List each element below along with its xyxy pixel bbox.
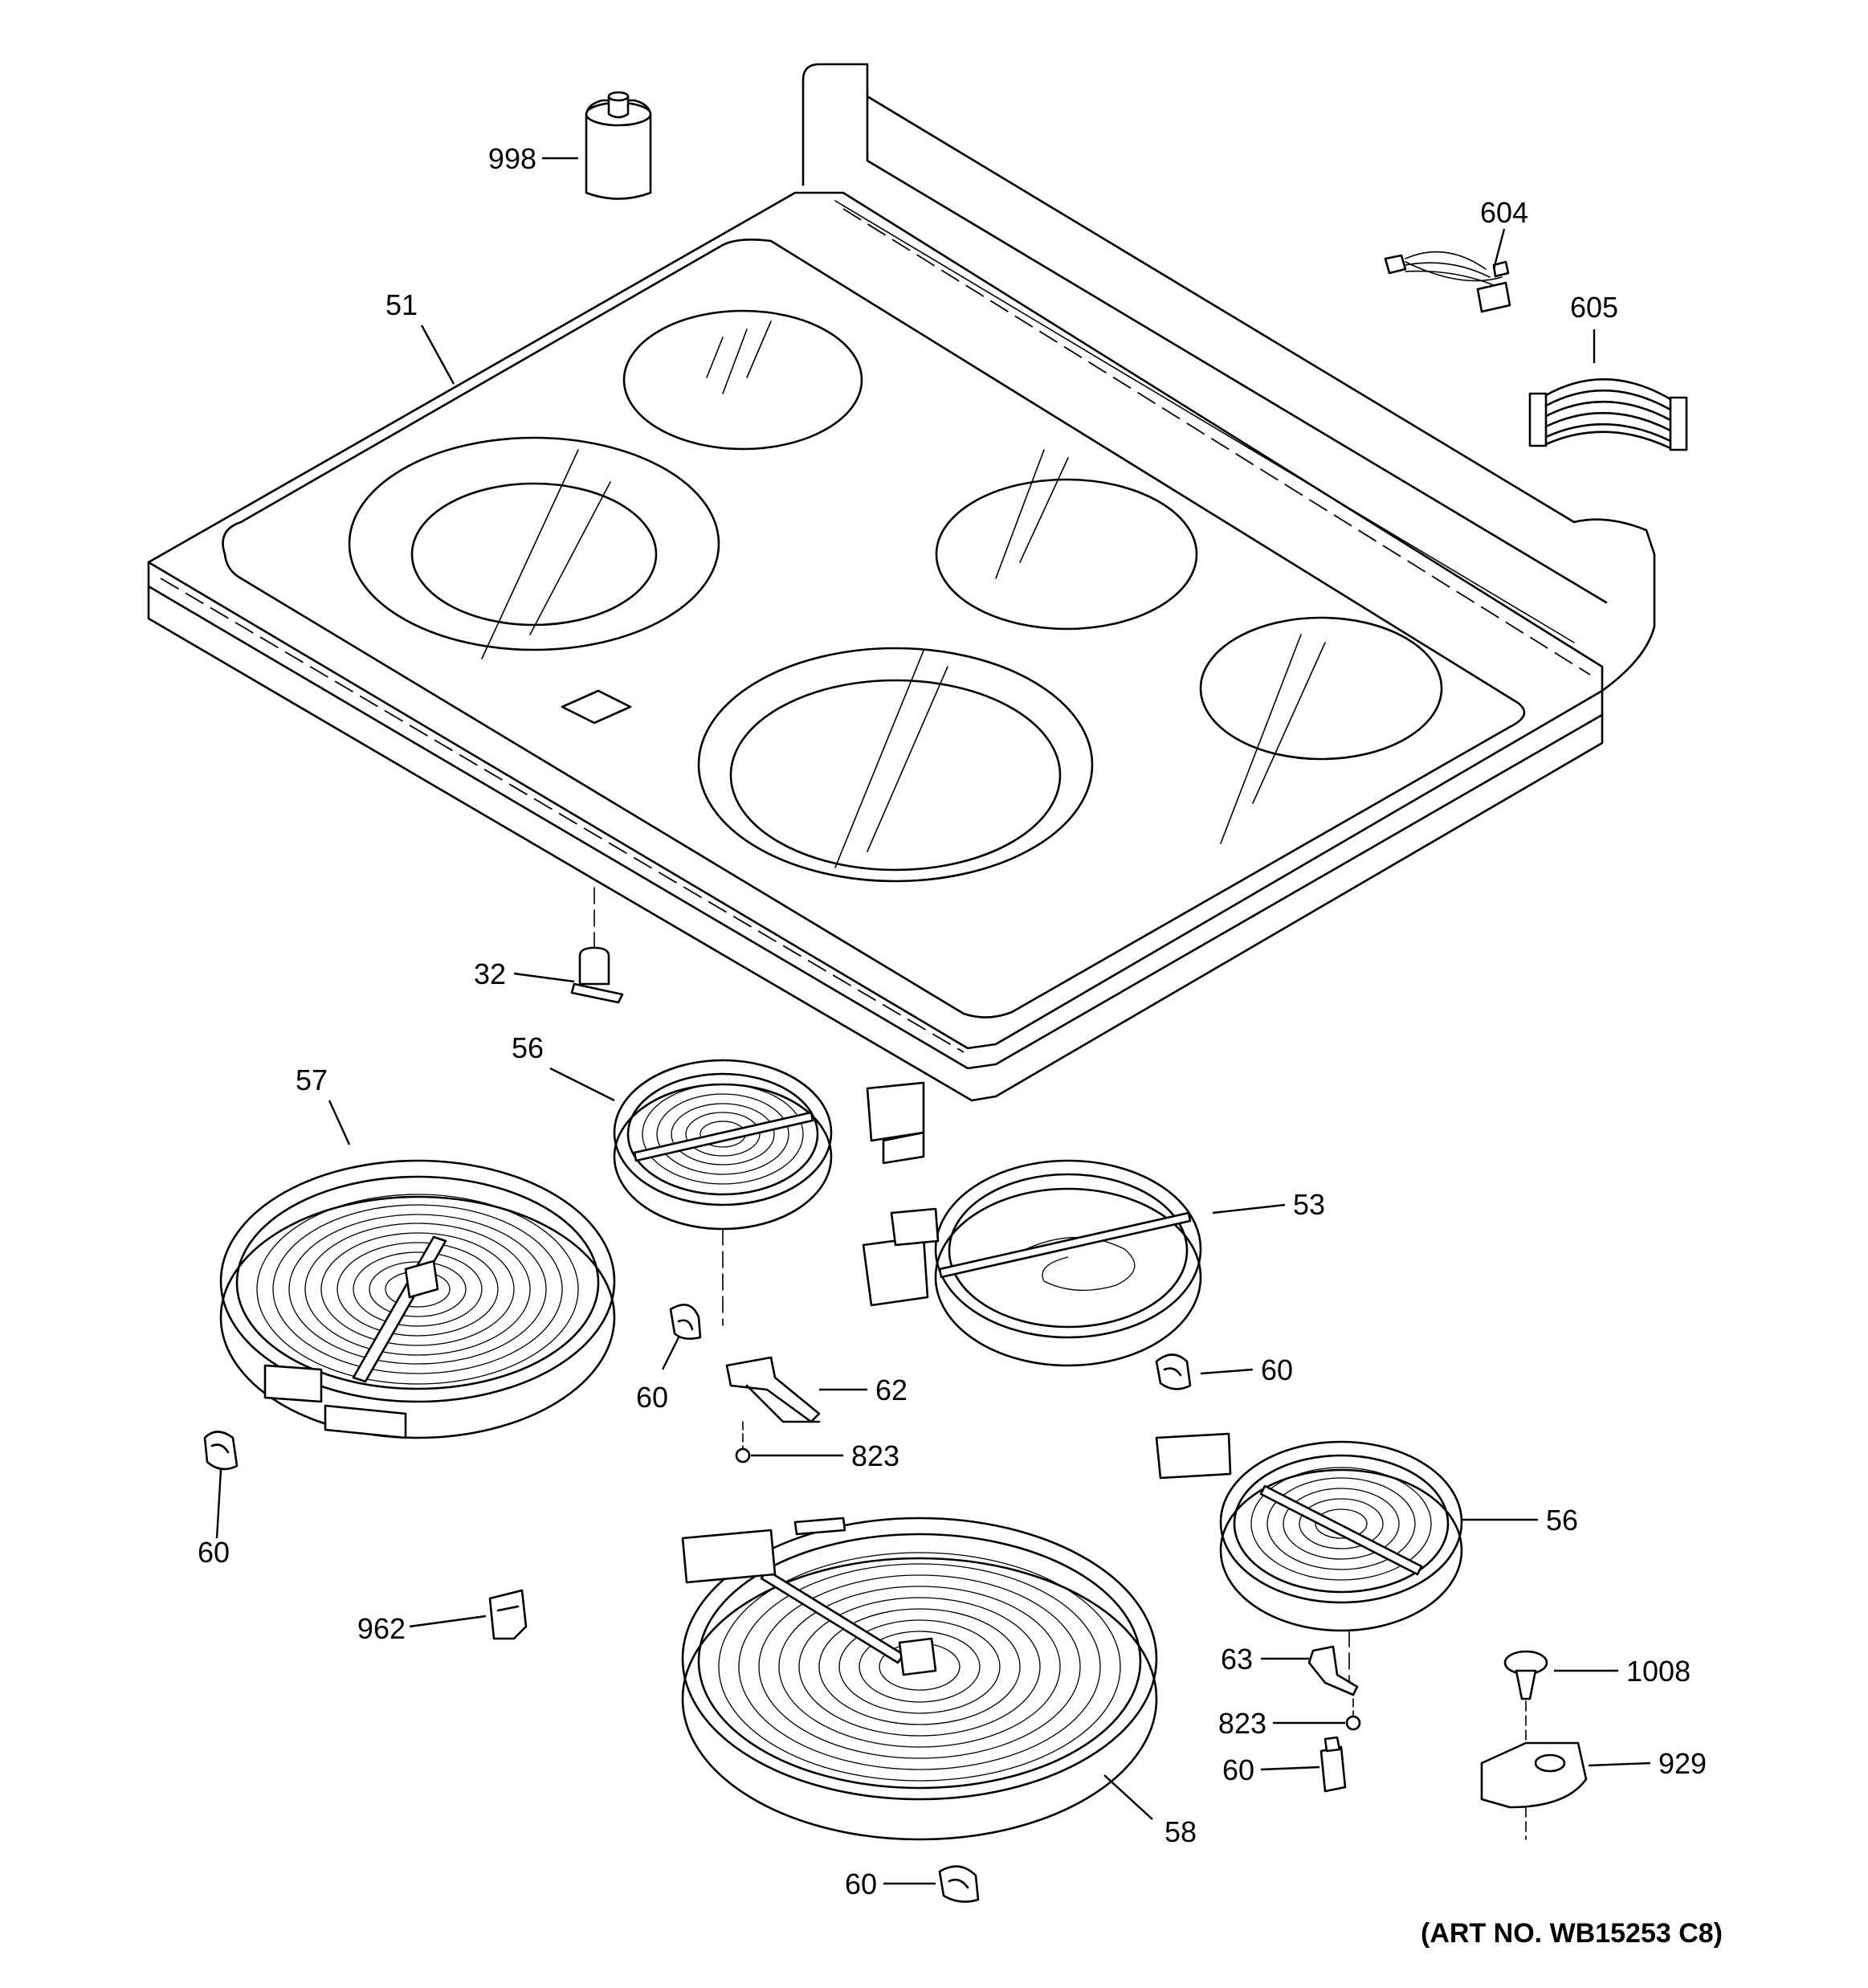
callout-604: 604 [1480,196,1528,229]
radiant-element-dual-57 [219,1159,616,1439]
ribbon-cable [1528,378,1688,451]
bracket-62 [725,1356,821,1423]
callout-60-e: 60 [845,1868,877,1900]
callout-32: 32 [474,957,506,990]
screw-823-a [735,1421,751,1463]
callout-labels: 998 604 605 51 32 56 57 53 60 62 823 60 … [198,142,1707,1900]
callout-63: 63 [1221,1643,1253,1676]
bracket-962 [488,1589,528,1640]
callout-962: 962 [357,1612,406,1645]
bracket-63 [1307,1645,1359,1696]
callout-998: 998 [488,142,536,175]
clip-60-d [1319,1736,1347,1793]
art-number: (ART NO. WB15253 C8) [1421,1918,1723,1949]
callout-62: 62 [875,1374,907,1406]
callout-929: 929 [1658,1747,1707,1780]
callout-605: 605 [1570,291,1618,324]
clip-60-b [1155,1353,1192,1390]
callout-60-a: 60 [636,1381,668,1414]
callout-823-b: 823 [1218,1707,1266,1740]
callout-60-c: 60 [198,1536,230,1569]
touch-up-bottle [585,91,652,200]
limiter-switch [570,887,624,1004]
callout-56-right: 56 [1546,1504,1578,1537]
clip-60-a [669,1304,702,1340]
clip-60-c [203,1431,239,1471]
radiant-element-58 [681,1517,1158,1841]
screw-823-b [1345,1686,1361,1731]
bracket-929 [1480,1741,1588,1840]
callout-51: 51 [385,288,418,321]
radiant-element-small-top [613,1059,925,1326]
callout-1008: 1008 [1626,1655,1691,1688]
clip-60-e [938,1865,980,1903]
callout-57: 57 [296,1063,328,1096]
callout-60-b: 60 [1261,1353,1293,1386]
glass-cooktop [147,63,1656,1102]
radiant-element-53 [862,1159,1202,1367]
callout-823-a: 823 [851,1439,899,1472]
callout-56-top: 56 [512,1031,544,1064]
wire-harness [1384,251,1511,313]
leader-lines [215,157,1651,1885]
screw-1008 [1503,1650,1548,1744]
callout-60-d: 60 [1222,1753,1254,1786]
callout-58: 58 [1164,1815,1197,1848]
radiant-element-small-right [1155,1432,1463,1684]
callout-53: 53 [1293,1188,1325,1221]
